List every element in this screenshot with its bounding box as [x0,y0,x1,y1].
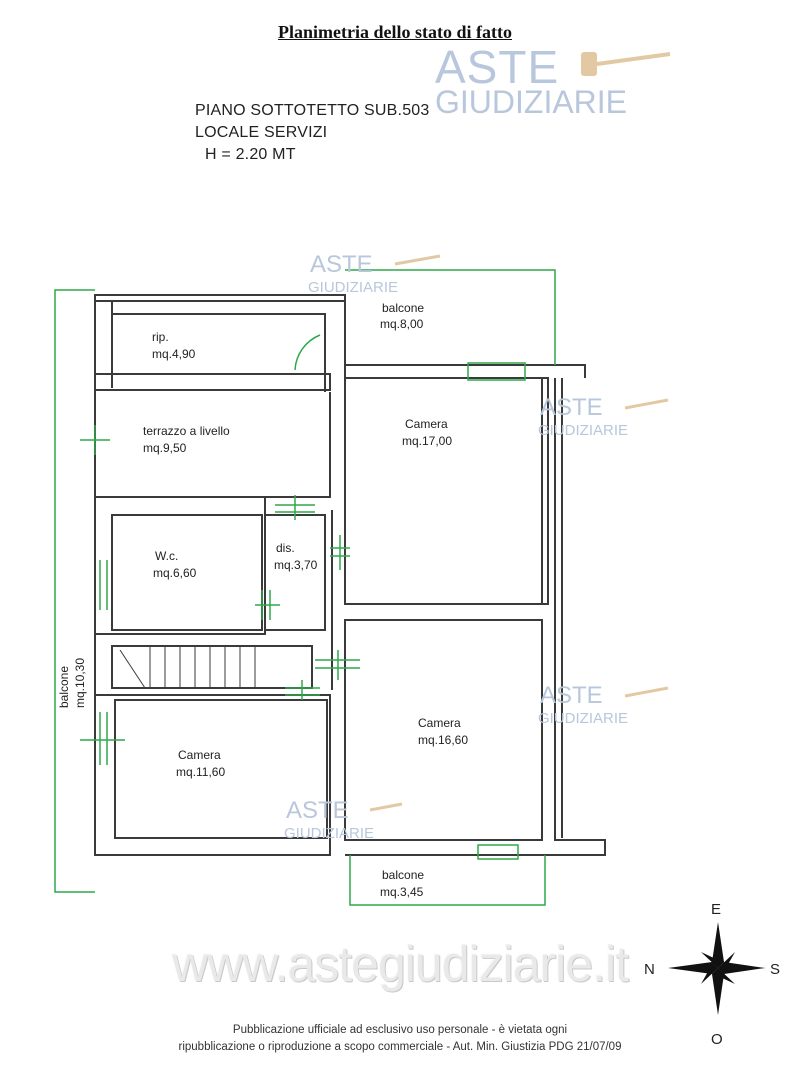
balcony-left-outline [54,289,95,893]
compass-n: N [644,961,655,978]
wall-dis [265,514,326,631]
watermark-small-3: ASTE GIUDIZIARIE [538,682,628,727]
watermark-small-1: ASTE GIUDIZIARIE [308,251,398,296]
balcony-bottom-outline [349,855,546,906]
svg-text:GIUDIZIARIE: GIUDIZIARIE [284,825,374,842]
terrazzo-name: terrazzo a livello [143,424,230,438]
dis-name: dis. [276,541,295,555]
svg-text:GIUDIZIARIE: GIUDIZIARIE [538,710,628,727]
compass-s: S [770,961,780,978]
balcony-top-outline [345,269,556,365]
svg-text:ASTE: ASTE [540,394,603,421]
window-top [467,362,526,381]
footer-line-1: Pubblicazione ufficiale ad esclusivo uso… [232,1024,568,1036]
site-watermark: www.astegiudiziarie.it [172,936,629,992]
rip-area: mq.4,90 [152,347,196,361]
wall-camera-bottom [114,699,328,839]
dis-area: mq.3,70 [274,558,318,572]
camera-top-name: Camera [405,417,448,431]
watermark-giudiziarie-text: GIUDIZIARIE [435,84,628,120]
footer-line-2: ripubblicazione o riproduzione a scopo c… [178,1041,622,1053]
camera-bottom-area: mq.11,60 [176,765,225,779]
camera-right-name: Camera [418,716,461,730]
watermark-small-4: ASTE GIUDIZIARIE [284,797,374,842]
camera-right-area: mq.16,60 [418,733,468,747]
floor-label: PIANO SOTTOTETTO SUB.503 [195,102,430,119]
wall-camera-right [344,619,543,841]
compass-rose: E N S O [644,901,780,1048]
watermark-small-2: ASTE GIUDIZIARIE [538,394,628,439]
watermark-logo-top: ASTE GIUDIZIARIE [435,41,671,120]
stairs [111,645,313,689]
window-bottom [477,844,519,860]
height-label: H = 2.20 MT [205,146,296,163]
compass-o: O [711,1031,723,1048]
balcone-bottom-area: mq.3,45 [380,885,424,899]
wall-rip [111,313,326,375]
compass-e: E [711,901,721,918]
plan-title: Planimetria dello stato di fatto [278,22,512,42]
wc-area: mq.6,60 [153,566,197,580]
wall-terrazzo [94,392,331,498]
svg-text:GIUDIZIARIE: GIUDIZIARIE [308,279,398,296]
balcone-left-name: balcone [57,666,71,708]
wall-wc [111,514,263,631]
svg-text:ASTE: ASTE [286,797,349,824]
door-swing-rip [294,334,321,371]
balcone-top-name: balcone [382,301,424,315]
svg-text:ASTE: ASTE [310,251,373,278]
use-label: LOCALE SERVIZI [195,124,328,141]
watermark-aste-text: ASTE [435,41,560,93]
svg-text:ASTE: ASTE [540,682,603,709]
wall-right-outer [345,378,606,856]
gavel-icon [581,52,671,76]
camera-top-area: mq.17,00 [402,434,452,448]
balcone-bottom-name: balcone [382,868,424,882]
balcone-top-area: mq.8,00 [380,317,424,331]
balcone-left-area: mq.10,30 [73,658,87,708]
svg-text:GIUDIZIARIE: GIUDIZIARIE [538,422,628,439]
rip-name: rip. [152,330,169,344]
wall-camera-top [344,377,549,605]
gavel-icon-small [369,254,669,812]
terrazzo-area: mq.9,50 [143,441,187,455]
camera-bottom-name: Camera [178,748,221,762]
wc-name: W.c. [155,549,178,563]
